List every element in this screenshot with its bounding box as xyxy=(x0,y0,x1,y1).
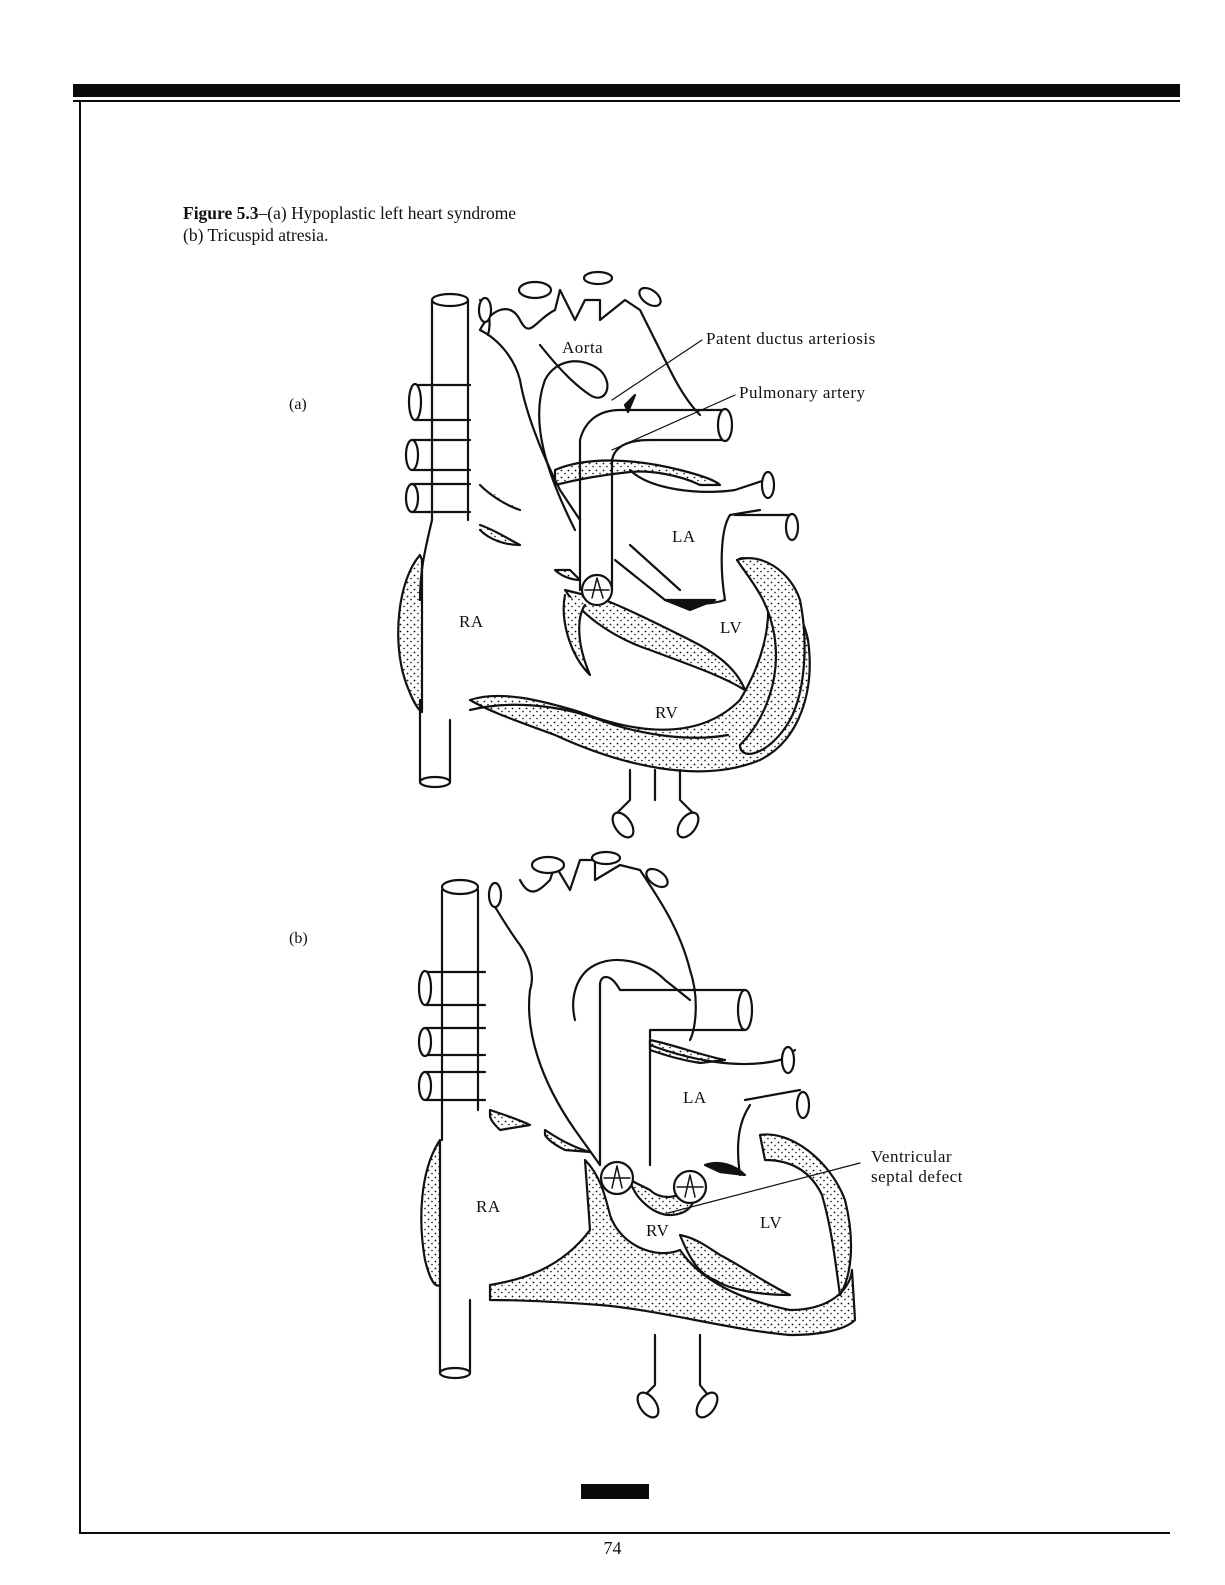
label-rv-b: RV xyxy=(646,1221,669,1240)
descending-aorta-b xyxy=(640,1335,712,1400)
label-la-b: LA xyxy=(683,1088,707,1107)
pulmonary-veins-right-a xyxy=(406,384,470,512)
label-rv-a: RV xyxy=(655,703,678,722)
label-la-a: LA xyxy=(672,527,696,546)
label-lv-a: LV xyxy=(720,618,742,637)
pulmonary-trunk-a xyxy=(580,410,725,590)
inferior-vena-cava-b xyxy=(440,1285,470,1373)
heart-outline-b xyxy=(490,1160,855,1335)
descending-aorta-a xyxy=(615,770,695,815)
heart-diagram-a xyxy=(398,272,809,841)
pulmonary-veins-right-b xyxy=(419,971,485,1100)
superior-vena-cava-a xyxy=(420,300,432,600)
pulmonary-trunk-b xyxy=(600,977,745,1165)
superior-vena-cava-b xyxy=(442,890,478,1140)
label-ra-a: RA xyxy=(459,612,484,631)
leader-patent-ductus xyxy=(612,340,702,400)
label-ra-b: RA xyxy=(476,1197,501,1216)
label-patent-ductus: Patent ductus arteriosis xyxy=(706,329,876,348)
label-lv-b: LV xyxy=(760,1213,782,1232)
heart-diagram-b xyxy=(419,852,860,1421)
right-atrium-wall-a xyxy=(398,555,422,712)
label-vsd-line1: Ventricular xyxy=(871,1147,952,1166)
right-atrium-wall-b xyxy=(421,1140,440,1286)
label-aorta-a: Aorta xyxy=(562,338,603,357)
label-vsd-line2: septal defect xyxy=(871,1167,963,1186)
inferior-vena-cava-a xyxy=(420,700,450,782)
label-pulmonary-artery: Pulmonary artery xyxy=(739,383,866,402)
